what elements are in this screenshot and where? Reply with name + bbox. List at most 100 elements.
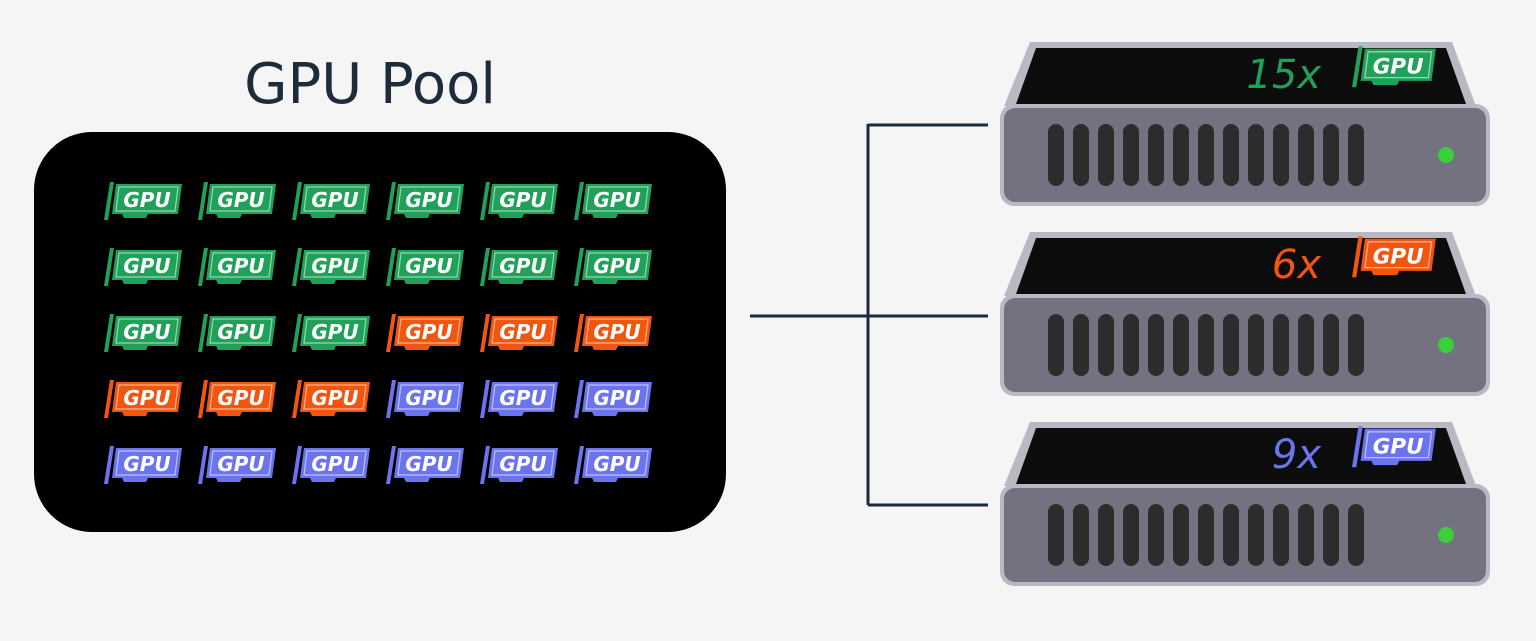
gpu-label: GPU (405, 452, 452, 476)
gpu-label: GPU (405, 320, 452, 344)
gpu-grid: GPU GPU GPU GPU GPU GPU GPU GPU GPU GPU GPU GPU GPU G… (104, 180, 654, 490)
vent-slot (1248, 124, 1264, 186)
gpu-board (582, 184, 652, 218)
vent-slot (1198, 314, 1214, 376)
gpu-card-icon: GPU (104, 182, 182, 220)
vent-slot (1348, 504, 1364, 566)
gpu-card: GPU (574, 246, 654, 292)
server-top (1016, 48, 1466, 104)
gpu-card: GPU (292, 246, 372, 292)
gpu-card: GPU (574, 444, 654, 490)
gpu-bracket (480, 248, 490, 286)
gpu-label: GPU (499, 254, 546, 278)
gpu-bracket (480, 380, 490, 418)
gpu-card: GPU (480, 246, 560, 292)
gpu-card: GPU (386, 312, 466, 358)
gpu-card-icon: GPU (198, 248, 276, 286)
gpu-card: GPU (480, 444, 560, 490)
gpu-label: GPU (499, 452, 546, 476)
gpu-card-icon: GPU (480, 248, 558, 286)
gpu-label: GPU (123, 320, 170, 344)
gpu-card-icon: GPU (574, 380, 652, 418)
vent-slot (1123, 124, 1139, 186)
gpu-bracket (386, 182, 396, 220)
gpu-bracket (198, 446, 208, 484)
gpu-card-icon: GPU (1352, 46, 1436, 88)
gpu-bracket (292, 248, 302, 286)
status-led-icon (1438, 337, 1454, 353)
gpu-bracket (386, 446, 396, 484)
vent-slot (1173, 314, 1189, 376)
gpu-card-icon: GPU (480, 314, 558, 352)
gpu-card: GPU (574, 180, 654, 226)
gpu-card: GPU (574, 378, 654, 424)
vent-slot (1223, 124, 1239, 186)
gpu-card-icon: GPU (292, 314, 370, 352)
vent-slot (1073, 504, 1089, 566)
gpu-board (488, 184, 558, 218)
gpu-card-icon: GPU (574, 182, 652, 220)
gpu-bracket (198, 380, 208, 418)
gpu-board (112, 448, 182, 482)
gpu-card-icon: GPU (386, 314, 464, 352)
gpu-board (206, 184, 276, 218)
gpu-bracket (1352, 426, 1363, 468)
gpu-board (206, 448, 276, 482)
gpu-label: GPU (217, 386, 264, 410)
gpu-board (488, 316, 558, 350)
gpu-board (112, 250, 182, 284)
vent-slot (1048, 314, 1064, 376)
gpu-card-icon: GPU (198, 182, 276, 220)
gpu-bracket (104, 182, 114, 220)
vent-slot (1123, 314, 1139, 376)
gpu-label: GPU (593, 254, 640, 278)
gpu-card: GPU (198, 246, 278, 292)
gpu-card-icon: GPU (386, 380, 464, 418)
vent-slot (1098, 314, 1114, 376)
gpu-bracket (480, 182, 490, 220)
gpu-card: GPU (292, 312, 372, 358)
gpu-board (582, 382, 652, 416)
gpu-card: GPU (574, 312, 654, 358)
gpu-card: GPU (104, 444, 184, 490)
gpu-label: GPU (593, 188, 640, 212)
gpu-bracket (198, 314, 208, 352)
server-gpu-badge: GPU (1352, 234, 1438, 284)
vent-slot (1098, 124, 1114, 186)
gpu-board (206, 382, 276, 416)
gpu-count-label: 6x (1271, 242, 1321, 288)
gpu-board (300, 448, 370, 482)
gpu-label: GPU (217, 254, 264, 278)
gpu-card: GPU (104, 246, 184, 292)
gpu-card-icon: GPU (386, 446, 464, 484)
gpu-board (582, 448, 652, 482)
gpu-card-icon: GPU (104, 446, 182, 484)
gpu-bracket (104, 446, 114, 484)
vent-slot (1173, 504, 1189, 566)
gpu-bracket (386, 380, 396, 418)
gpu-board (112, 316, 182, 350)
gpu-bracket (480, 446, 490, 484)
gpu-bracket (574, 446, 584, 484)
gpu-board (300, 316, 370, 350)
gpu-card-icon: GPU (198, 314, 276, 352)
gpu-bracket (292, 446, 302, 484)
gpu-label: GPU (123, 386, 170, 410)
vent-slot (1348, 124, 1364, 186)
gpu-card: GPU (104, 312, 184, 358)
gpu-card: GPU (292, 378, 372, 424)
gpu-card: GPU (198, 378, 278, 424)
gpu-card-icon: GPU (292, 182, 370, 220)
gpu-board (300, 184, 370, 218)
gpu-card: GPU (480, 378, 560, 424)
gpu-card: GPU (386, 444, 466, 490)
gpu-label: GPU (217, 452, 264, 476)
gpu-card-icon: GPU (480, 380, 558, 418)
gpu-card-icon: GPU (1352, 426, 1436, 468)
gpu-board (300, 382, 370, 416)
gpu-card: GPU (198, 312, 278, 358)
gpu-label: GPU (123, 254, 170, 278)
gpu-board (394, 316, 464, 350)
gpu-card-icon: GPU (574, 314, 652, 352)
